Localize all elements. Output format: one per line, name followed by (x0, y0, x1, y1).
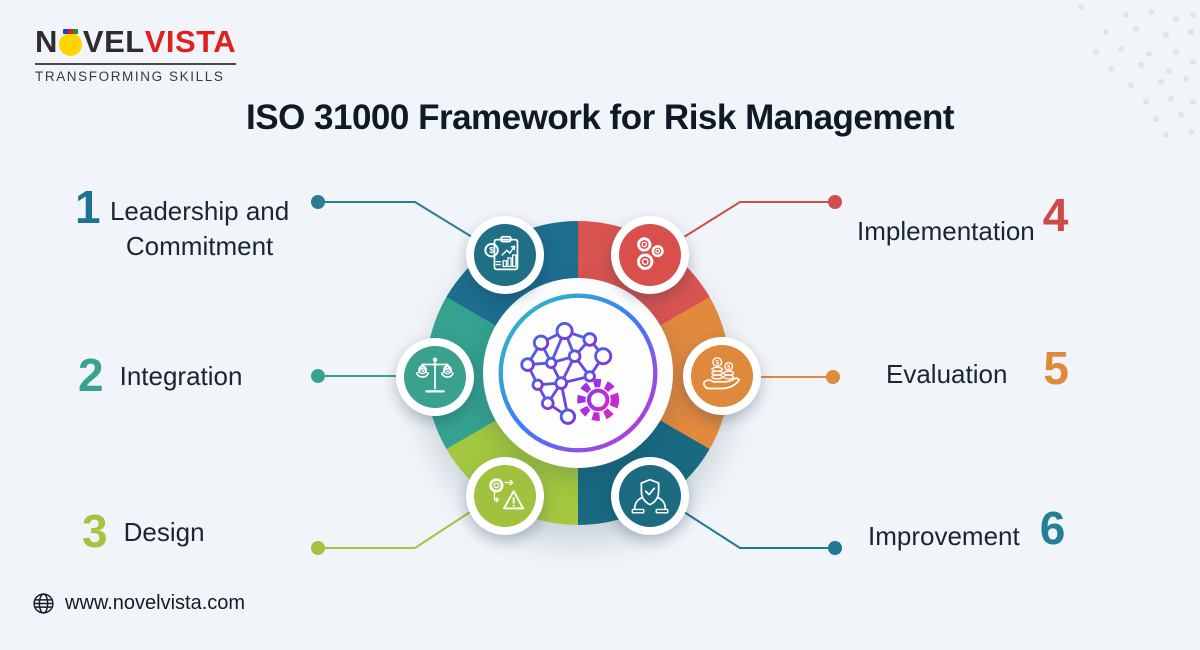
step-2: 2 Integration (78, 352, 242, 398)
logo-lightbulb-icon (58, 29, 82, 56)
step-label: Improvement (868, 521, 1020, 551)
logo-tagline: TRANSFORMING SKILLS (35, 63, 237, 84)
logo-text-n: N (35, 24, 58, 59)
step-badge-6 (611, 457, 689, 535)
step-number: 6 (1039, 502, 1066, 554)
step-label: Evaluation (886, 359, 1008, 389)
step-label: Integration (119, 361, 243, 392)
svg-text:$: $ (446, 368, 450, 374)
step-number: 1 (75, 181, 101, 233)
step-badge-5: $ $ (683, 337, 761, 415)
decorative-dot-pattern (1078, 4, 1084, 10)
step-label: Implementation (857, 216, 1035, 246)
step-label: Leadership and Commitment (109, 196, 290, 262)
step-number: 3 (82, 505, 108, 557)
svg-text:$: $ (421, 368, 425, 374)
brain-gear-icon (498, 293, 658, 453)
step-number: 2 (78, 349, 104, 401)
step-3: 3 Design (82, 508, 205, 554)
step-4: Implementation 4 (857, 192, 1068, 249)
gear-warning-icon (474, 465, 536, 527)
step-6: Improvement 6 (868, 505, 1065, 554)
hand-coins-icon: $ $ (691, 345, 753, 407)
step-number: 4 (1042, 189, 1069, 241)
step-badge-2: $ $ (396, 338, 474, 416)
step-number: 5 (1043, 342, 1070, 394)
balance-scale-icon: $ $ (404, 346, 466, 408)
footer: www.novelvista.com (32, 592, 245, 615)
svg-text:$: $ (489, 245, 494, 255)
step-5: Evaluation 5 (886, 345, 1069, 392)
svg-text:$: $ (715, 360, 719, 367)
wheel-center (483, 278, 673, 468)
step-1: 1 Leadership and Commitment (75, 184, 293, 264)
svg-text:$: $ (727, 365, 731, 371)
website-url: www.novelvista.com (65, 592, 246, 614)
gears-icon (619, 224, 681, 286)
step-label: Design (123, 517, 205, 548)
step-badge-4 (611, 216, 689, 294)
step-badge-3 (466, 457, 544, 535)
financial-report-icon: $ (474, 224, 536, 286)
step-badge-1: $ (466, 216, 544, 294)
page-title: ISO 31000 Framework for Risk Management (246, 98, 955, 137)
logo-wordmark: N VEL VISTA (35, 26, 236, 57)
shield-check-icon (619, 465, 681, 527)
globe-icon (33, 593, 54, 614)
novelvista-logo: N VEL VISTA TRANSFORMING SKILLS (35, 26, 237, 84)
logo-text-vista: VISTA (144, 24, 237, 59)
logo-text-vel: VEL (82, 24, 145, 59)
